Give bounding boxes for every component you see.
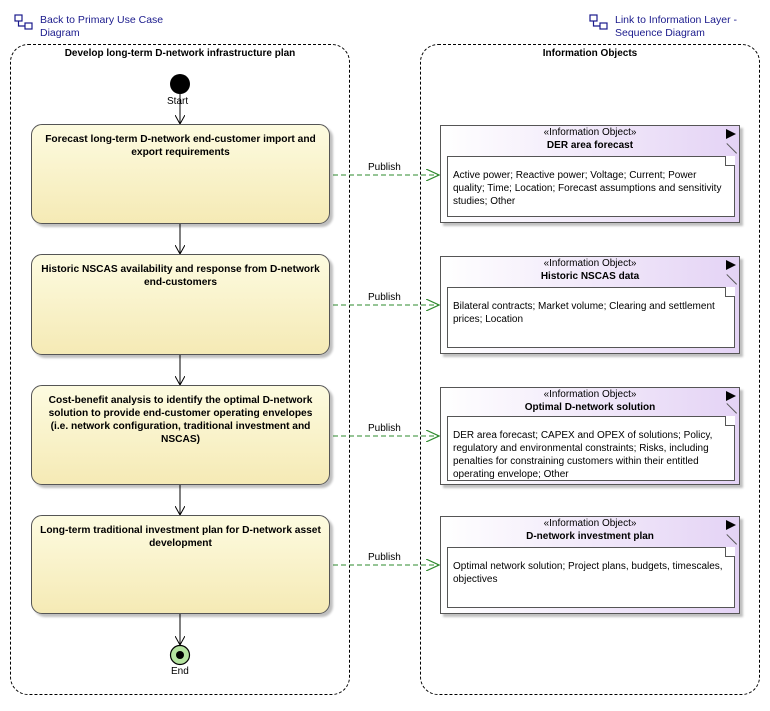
info-object-historic-nscas[interactable]: «Information Object» Historic NSCAS data… (440, 256, 740, 354)
info-note-text: Optimal network solution; Project plans,… (453, 561, 723, 585)
action-forecast[interactable]: Forecast long-term D-network end-custome… (31, 124, 330, 224)
publish-label-2: Publish (368, 292, 401, 303)
info-title: DER area forecast (546, 140, 634, 151)
play-arrow-icon (726, 129, 736, 139)
info-stereotype: «Information Object» (543, 258, 637, 269)
info-note-text: DER area forecast; CAPEX and OPEX of sol… (453, 430, 713, 480)
information-objects-partition-title: Information Objects (542, 48, 638, 59)
information-objects-partition: Information Objects (420, 44, 760, 695)
start-label: Start (167, 96, 189, 107)
diagram-link-icon (589, 14, 608, 30)
play-arrow-icon (726, 260, 736, 270)
note-fold-icon (725, 416, 735, 426)
info-stereotype: «Information Object» (543, 518, 637, 529)
end-label: End (171, 666, 189, 677)
info-title: D-network investment plan (526, 531, 654, 542)
action-cost-benefit[interactable]: Cost-benefit analysis to identify the op… (31, 385, 330, 485)
info-title: Historic NSCAS data (540, 271, 640, 282)
note-fold-icon (725, 547, 735, 557)
info-title: Optimal D-network solution (524, 402, 656, 413)
info-object-optimal-solution[interactable]: «Information Object» Optimal D-network s… (440, 387, 740, 485)
publish-label-4: Publish (368, 552, 401, 563)
action-investment-plan[interactable]: Long-term traditional investment plan fo… (31, 515, 330, 614)
info-note: Optimal network solution; Project plans,… (447, 547, 735, 608)
publish-label-1: Publish (368, 162, 401, 173)
play-arrow-icon (726, 520, 736, 530)
info-note-text: Bilateral contracts; Market volume; Clea… (453, 301, 715, 325)
info-stereotype: «Information Object» (543, 127, 637, 138)
info-note: DER area forecast; CAPEX and OPEX of sol… (447, 416, 735, 481)
process-partition-title: Develop long-term D-network infrastructu… (64, 48, 296, 59)
end-node-inner (176, 651, 184, 659)
action-cost-benefit-label: Cost-benefit analysis to identify the op… (48, 395, 313, 445)
forward-link-label: Link to Information Layer - Sequence Dia… (615, 14, 737, 39)
diagram-link-icon (14, 14, 33, 30)
note-fold-icon (725, 287, 735, 297)
info-object-investment-plan[interactable]: «Information Object» D-network investmen… (440, 516, 740, 614)
info-note-text: Active power; Reactive power; Voltage; C… (453, 170, 722, 207)
note-fold-icon (725, 156, 735, 166)
action-investment-plan-label: Long-term traditional investment plan fo… (40, 525, 321, 549)
action-historic-nscas[interactable]: Historic NSCAS availability and response… (31, 254, 330, 355)
process-partition: Develop long-term D-network infrastructu… (10, 44, 350, 695)
info-note: Bilateral contracts; Market volume; Clea… (447, 287, 735, 348)
action-historic-nscas-label: Historic NSCAS availability and response… (41, 264, 320, 288)
info-stereotype: «Information Object» (543, 389, 637, 400)
publish-label-3: Publish (368, 423, 401, 434)
play-arrow-icon (726, 391, 736, 401)
back-link-label: Back to Primary Use Case Diagram (40, 14, 164, 39)
action-forecast-label: Forecast long-term D-network end-custome… (45, 134, 316, 158)
start-node[interactable] (170, 74, 190, 94)
info-object-der-forecast[interactable]: «Information Object» DER area forecast A… (440, 125, 740, 223)
info-note: Active power; Reactive power; Voltage; C… (447, 156, 735, 217)
